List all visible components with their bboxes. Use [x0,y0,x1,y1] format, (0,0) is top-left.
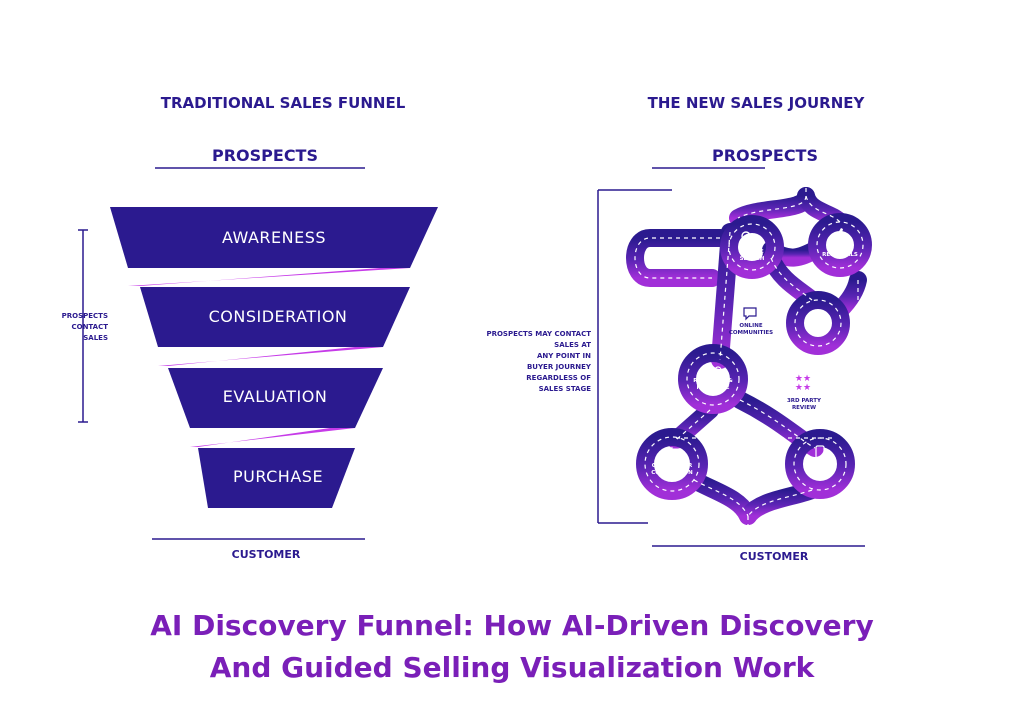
funnel-stage-label: EVALUATION [223,387,328,406]
funnel-stage-label: PURCHASE [233,467,323,486]
chat-bubble-icon [743,307,757,321]
road-rings [636,213,872,500]
scales-icon [662,447,682,456]
funnel-stage-label: CONSIDERATION [209,307,348,326]
right-prospects-label: PROSPECTS [712,146,818,165]
side-note-line: CONTACT [71,323,108,331]
node-label-line: SEARCH [740,256,765,262]
left-customer-label: CUSTOMER [232,548,301,561]
node-label-line: SALES [810,471,829,477]
node-label-line: RESEARCH & [693,378,733,384]
node-label-line: COMPETITOR [652,463,693,469]
stars-icon: ★★ ★★ [795,374,811,393]
left-prospects-label: PROSPECTS [212,146,318,165]
funnel-band-consideration: CONSIDERATION [140,287,410,347]
node-peer-referrals: PEER REFERRALS [822,228,858,258]
stop-label-line: ONLINE [739,323,762,329]
right-customer-label: CUSTOMER [740,550,809,563]
journey-side-note-line: ANY POINT IN [537,352,591,360]
stop-label-line: REVIEW [792,405,816,411]
journey-side-note-line: PROSPECTS MAY CONTACT [486,330,591,338]
node-label-line: PEER [832,245,849,251]
node-label-line: CONTACT [806,464,835,470]
ribbon-1 [128,268,410,286]
sales-journey-title: THE NEW SALES JOURNEY [648,94,866,112]
funnel-band-evaluation: EVALUATION [168,368,383,428]
side-note-line: PROSPECTS [62,312,108,320]
thumbs-up-icon [834,228,846,240]
lane-markings [634,172,864,540]
node-online-search: ONLINE SEARCH [740,231,765,262]
node-contact-sales: CONTACT SALES [806,445,835,477]
funnel-band-awareness: AWARENESS [110,207,438,268]
side-note-line: SALES [83,334,108,342]
traditional-funnel-title: TRADITIONAL SALES FUNNEL [161,94,406,112]
magnifier-icon [741,231,754,244]
node-label-line: REFERRALS [822,252,858,258]
svg-text:★★: ★★ [795,374,811,384]
stop-third-party-review: ★★ ★★ 3RD PARTY REVIEW [787,374,822,411]
ribbon-3 [190,428,355,447]
journey-side-note-line: BUYER JOURNEY [527,363,592,371]
node-label-line: RESOURCE [696,385,729,391]
stop-label-line: COMMUNITIES [729,330,773,336]
node-label-line: ONLINE [740,249,763,255]
sales-journey-panel: THE NEW SALES JOURNEY PROSPECTS PROSPECT… [486,94,872,563]
node-research-resource: RESEARCH & RESOURCE [693,366,733,391]
funnel-band-purchase: PURCHASE [198,448,355,508]
caption-line-1: AI Discovery Funnel: How AI-Driven Disco… [150,609,874,642]
stop-online-communities: ONLINE COMMUNITIES [729,307,773,336]
ribbon-2 [158,347,383,366]
traditional-funnel-panel: TRADITIONAL SALES FUNNEL PROSPECTS AWARE… [62,94,438,561]
right-side-bracket [597,189,672,524]
phone-icon [815,445,825,459]
caption-line-2: And Guided Selling Visualization Work [209,651,815,684]
journey-side-note-line: SALES AT [554,341,591,349]
glasses-icon [704,366,722,374]
left-side-bracket [78,229,88,423]
svg-text:★★: ★★ [795,383,811,393]
road-network: ONLINE SEARCH PEER REFERRALS RESEARCH & [626,163,872,549]
journey-side-note-line: REGARDLESS OF [526,374,591,382]
node-label-line: COMPARISON [651,470,693,476]
funnel-stage-label: AWARENESS [222,228,326,247]
node-competitor-comparison: COMPETITOR COMPARISON [651,447,693,476]
journey-side-note-line: SALES STAGE [539,385,592,393]
stop-label-line: 3RD PARTY [787,398,822,404]
